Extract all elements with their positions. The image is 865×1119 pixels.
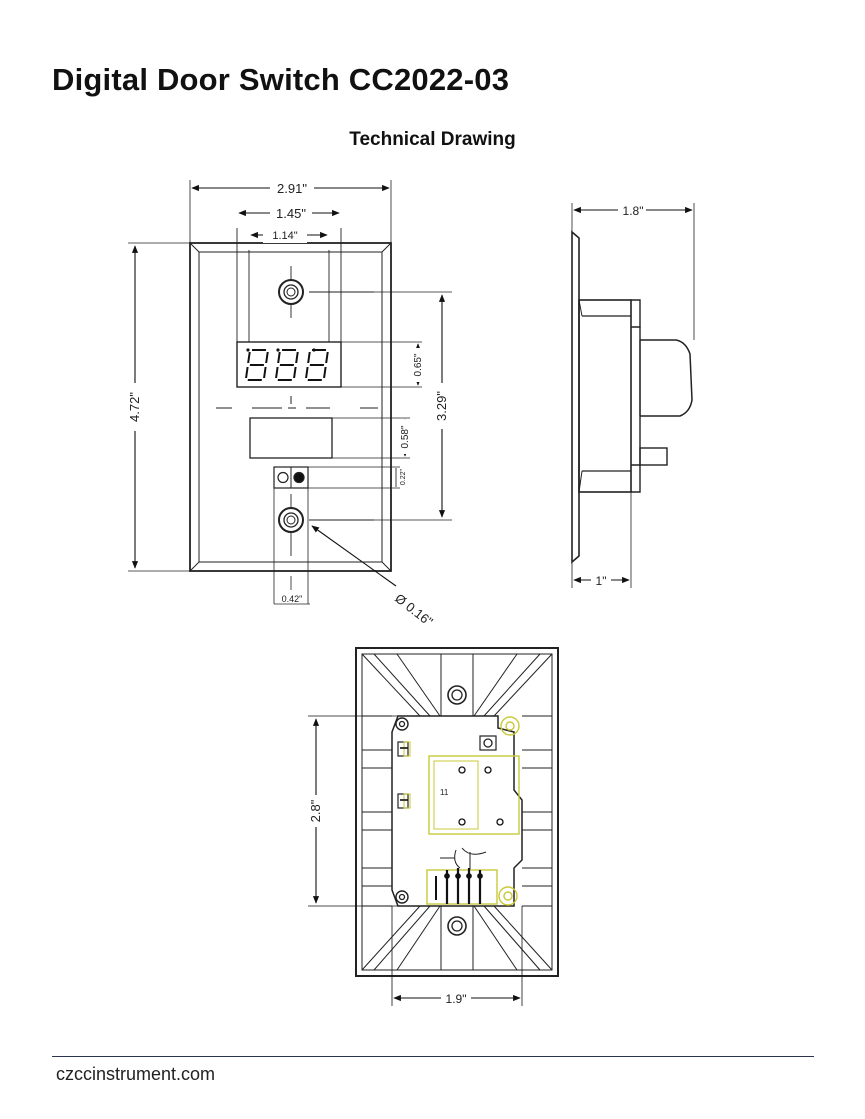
side-dimensions	[573, 206, 693, 584]
side-connector	[640, 339, 693, 417]
led-indicator-open	[277, 471, 289, 484]
pcb-highlights	[403, 716, 520, 906]
label-display-inner: 1.14"	[272, 230, 297, 242]
highlight-boss-top	[500, 716, 520, 736]
side-plate	[571, 230, 580, 564]
footer-divider	[52, 1056, 814, 1057]
dim-hole-leader	[311, 525, 397, 587]
led-indicator-filled	[293, 471, 305, 484]
pcb-marking: 11	[440, 788, 449, 797]
digit-1	[245, 349, 269, 381]
label-display-outer: 1.45"	[276, 206, 306, 221]
highlight-boss-bottom	[498, 886, 518, 906]
front-view	[128, 180, 452, 605]
drawing-subtitle: Technical Drawing	[349, 129, 516, 150]
digit-2	[275, 349, 299, 381]
digit-3	[305, 349, 329, 381]
label-overall-height: 4.72"	[127, 392, 142, 422]
pcb-board	[391, 715, 523, 907]
label-side-body: 1"	[596, 574, 607, 588]
back-view	[355, 647, 559, 977]
bottom-screw-hole	[278, 507, 304, 533]
back-screw-bottom	[447, 916, 467, 936]
side-pin	[639, 447, 668, 466]
display-window	[236, 341, 342, 388]
label-hole-spacing: 3.29"	[434, 391, 449, 421]
label-led-offset: 0.42"	[282, 594, 303, 604]
top-screw-hole	[278, 279, 304, 305]
back-screw-top	[447, 685, 467, 705]
relay-module	[428, 755, 520, 835]
faceplate-inner	[198, 251, 383, 563]
label-keypad-height: 0.58"	[400, 425, 411, 448]
pcb-detail	[400, 747, 504, 904]
label-back-height: 2.8"	[308, 799, 323, 822]
label-display-height: 0.65"	[413, 353, 424, 376]
label-overall-width: 2.91"	[277, 181, 307, 196]
label-led-height: 0.22"	[400, 468, 407, 485]
side-housing	[578, 299, 632, 493]
terminal-block	[426, 869, 498, 905]
seven-segment-display	[245, 348, 329, 381]
page-title: Digital Door Switch CC2022-03	[52, 62, 510, 97]
back-frame-outer	[355, 647, 559, 977]
label-hole-diameter: Ø 0.16"	[392, 591, 436, 630]
label-side-depth: 1.8"	[623, 204, 644, 218]
label-back-width: 1.9"	[446, 992, 467, 1006]
keypad-area	[249, 417, 333, 459]
footer-website[interactable]: czccinstrument.com	[56, 1064, 216, 1084]
side-view	[571, 203, 695, 588]
